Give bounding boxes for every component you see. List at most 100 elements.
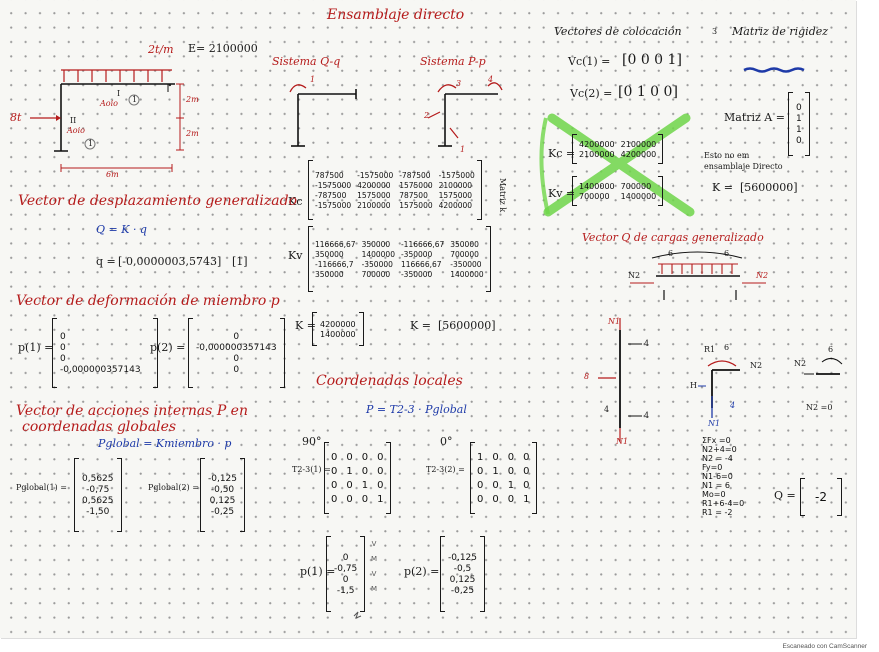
t2-cell: 0	[477, 479, 484, 491]
cargas-title: Vector Q de cargas generalizado	[582, 231, 764, 244]
q-result-value: -2	[815, 490, 827, 504]
kc-cell: 787500	[315, 170, 344, 180]
system-pp-title: Sistema P-p	[420, 55, 486, 68]
notebook-page: Ensamblaje directo 2t/m E= 2100000 8t I …	[0, 0, 856, 638]
member-1-label: I	[117, 89, 121, 98]
t2-cell: 0	[492, 451, 499, 463]
crossed-kv-cell: 700000	[620, 181, 652, 191]
q-ref: [1]	[232, 255, 248, 268]
fbd-v4: 4	[730, 401, 736, 410]
p1-entry: 0	[60, 342, 66, 353]
t1-cell: 0	[361, 493, 369, 505]
frame-structure	[60, 83, 175, 151]
member-1-section: Aoio	[100, 99, 118, 108]
equation-entry: N1-6=0	[702, 472, 733, 481]
t1-angle: 90°	[302, 435, 322, 448]
matrix-a-entry: 0	[796, 135, 802, 146]
fbd-four-c: 4	[644, 411, 650, 420]
equation-entry: N2+4=0	[702, 445, 737, 454]
p2-entry: -0,000000357143	[196, 342, 277, 353]
t2-cell: 0	[492, 493, 499, 505]
coloc-title: Vectores de colocación	[554, 25, 682, 38]
locales-title: Coordenadas locales	[316, 373, 463, 389]
dim-height-2: 2m	[186, 129, 199, 138]
cargas-load-right: 6	[724, 249, 730, 258]
pl2-entry: -0,25	[450, 585, 475, 596]
equation-entry: Mo=0	[702, 490, 726, 499]
matrix-a-entry: 0	[796, 102, 802, 113]
system-pp-dof-3: 3	[456, 79, 462, 88]
deform-title: Vector de deformación de miembro p	[16, 293, 280, 309]
node-load-label: 8t	[10, 111, 22, 124]
t1-cell: 0	[361, 465, 369, 477]
t1-cell: 0	[331, 479, 338, 491]
drawing-layer	[30, 67, 843, 619]
kc-cell: 2100000	[357, 200, 391, 210]
member-1-circle: 1	[132, 95, 138, 104]
q-result-label: Q =	[774, 489, 796, 502]
t1-cell: 0	[346, 479, 353, 491]
fbd-four-a: 4	[644, 339, 650, 348]
k-small-entry: 1400000	[320, 329, 356, 339]
crossed-kv-cell: 1400000	[579, 181, 615, 191]
kv-cell: -350000	[361, 259, 393, 269]
t2-label: T2-3(2) =	[426, 465, 465, 474]
kc-cell: 4200000	[438, 200, 473, 210]
pl1-side-entry: V	[371, 540, 377, 548]
equation-entry: N1 = 6	[702, 481, 730, 490]
p1-entry: 0	[60, 331, 66, 342]
crossed-kc-label: Kc =	[548, 147, 576, 160]
acciones-title-1: Vector de acciones internas P en	[16, 403, 248, 419]
system-qq-title: Sistema Q-q	[272, 55, 341, 68]
crossed-kv-cell: 1400000	[620, 191, 657, 201]
pg2-entry: -0,25	[210, 506, 235, 517]
t2-cell: 0	[507, 451, 515, 463]
p1-entry: -0,000000357143	[60, 364, 141, 375]
pg2-entry: -0,50	[210, 484, 235, 495]
t1-cell: 0	[361, 451, 369, 463]
pl2-entry: -0,5	[453, 563, 472, 574]
t2-cell: 0	[507, 465, 515, 477]
kc-label: Kc	[288, 195, 303, 208]
kc-cell: 1575000	[399, 180, 433, 190]
dim-span: 6m	[106, 170, 119, 179]
cargas-n2-right: N2	[756, 271, 769, 280]
t1-cell: 0	[331, 451, 338, 463]
crossed-kc-cell: 4200000	[620, 149, 657, 159]
t1-cell: 0	[331, 493, 338, 505]
kc-cell: -787500	[315, 190, 347, 200]
fbd-eight: 8	[584, 372, 590, 381]
kc-cell: 1575000	[399, 200, 433, 210]
scanner-footer: Escaneado con CamScanner	[782, 643, 867, 650]
p1-label: p(1) =	[18, 341, 54, 354]
t1-cell: 0	[331, 465, 338, 477]
t2-cell: 1	[507, 479, 515, 491]
vc1-label: Vc(1) =	[568, 55, 611, 68]
pg2-entry: -0,125	[208, 473, 238, 484]
pg2-entry: 0,125	[209, 495, 236, 506]
member-2-circle: 1	[88, 139, 94, 148]
system-qq-dof: 1	[310, 75, 316, 84]
t1-cell: 0	[346, 493, 353, 505]
vc2-label: Vc(2) =	[570, 87, 613, 100]
pl2-entry: -0,125	[448, 552, 478, 563]
kc-cell: 4200000	[357, 180, 391, 190]
fbd-six-end: 6	[828, 345, 834, 354]
pg1-entry: 0,5625	[82, 495, 114, 506]
pl1-side-entry: V	[371, 570, 377, 578]
pl1-entry: 0	[342, 552, 349, 563]
t1-label: T2-3(1) =	[292, 465, 331, 474]
kv-cell: 116666,67	[400, 259, 442, 269]
t2-cell: 0	[477, 465, 484, 477]
t2-cell: 1	[523, 493, 530, 505]
equation-entry: R1 = -2	[702, 508, 733, 517]
equation-entry: R1+6-4=0	[702, 499, 745, 508]
system-pp-dof-4: 4	[488, 75, 494, 84]
fbd-six-top: 6	[724, 343, 730, 352]
k-total-label: K =	[410, 319, 431, 332]
pl1-entry: -0,75	[334, 563, 358, 574]
